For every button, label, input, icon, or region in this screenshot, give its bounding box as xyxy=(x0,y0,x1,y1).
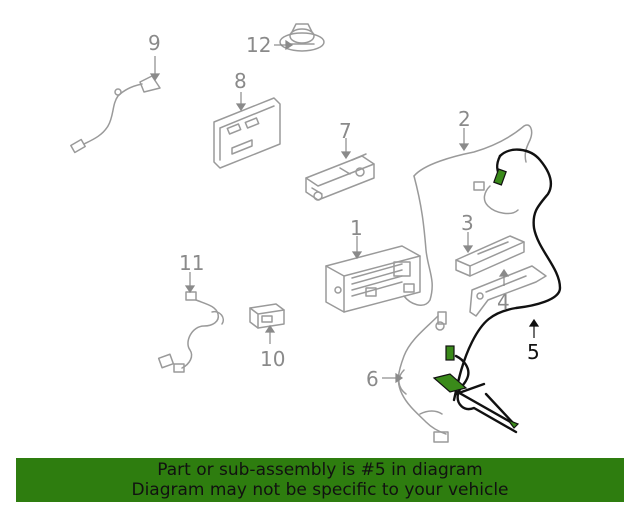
callout-10: 10 xyxy=(260,347,286,371)
part-8-module[interactable] xyxy=(213,97,281,169)
parts-diagram xyxy=(70,23,562,443)
callout-9: 9 xyxy=(148,31,161,55)
part-3-module[interactable] xyxy=(455,235,525,277)
part-12-grommet[interactable] xyxy=(279,23,325,52)
callout-12: 12 xyxy=(246,33,272,57)
callout-6: 6 xyxy=(366,367,379,391)
part-6-harness[interactable] xyxy=(397,311,449,443)
callout-7: 7 xyxy=(339,119,352,143)
callout-5: 5 xyxy=(527,340,540,364)
part-2-cable[interactable] xyxy=(403,124,533,306)
banner-line-1: Part or sub-assembly is #5 in diagram xyxy=(157,460,483,480)
callout-11: 11 xyxy=(179,251,205,275)
part-1-control-module[interactable] xyxy=(325,245,421,313)
callout-4: 4 xyxy=(497,290,510,314)
callout-8: 8 xyxy=(234,69,247,93)
part-5-connectors xyxy=(432,168,520,429)
callout-2: 2 xyxy=(458,107,471,131)
part-9-sensor[interactable] xyxy=(70,75,161,154)
part-10-connector[interactable] xyxy=(249,303,285,329)
part-11-harness[interactable] xyxy=(157,291,224,373)
leader-line-5 xyxy=(528,318,540,338)
callout-3: 3 xyxy=(461,211,474,235)
info-banner: Part or sub-assembly is #5 in diagram Di… xyxy=(16,458,624,502)
callout-1: 1 xyxy=(350,216,363,240)
banner-line-2: Diagram may not be specific to your vehi… xyxy=(131,480,509,500)
part-7-bracket[interactable] xyxy=(305,153,375,201)
part-4-bracket[interactable] xyxy=(469,265,547,317)
leader-lines xyxy=(149,39,510,384)
